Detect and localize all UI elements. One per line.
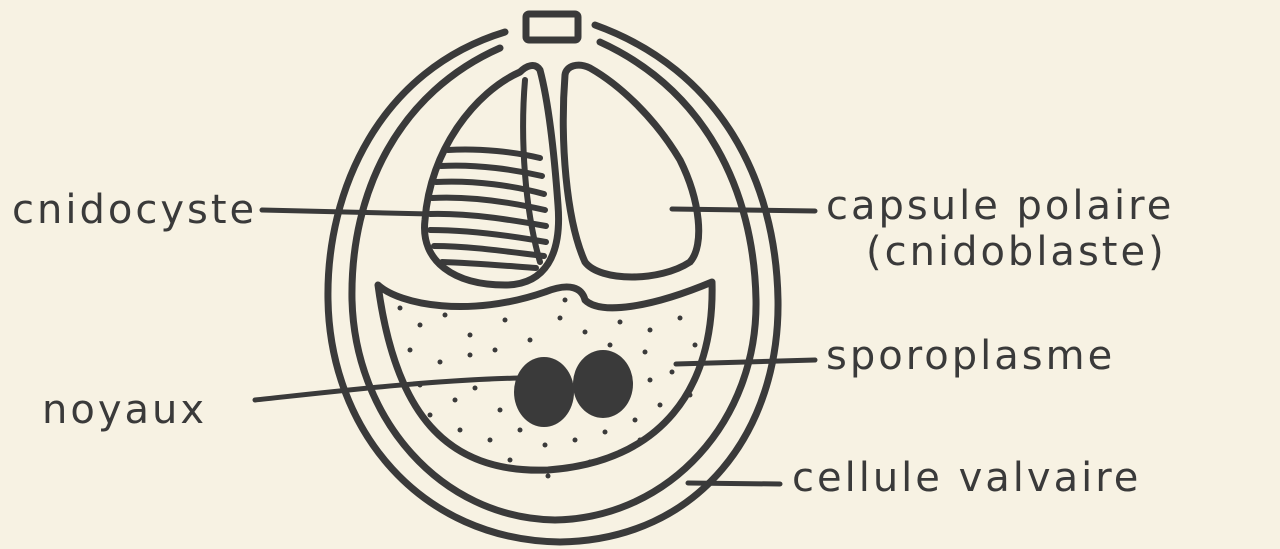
- leader-cnidocyste: [262, 210, 430, 214]
- leader-noyaux: [255, 378, 520, 400]
- label-cellule-valvaire: cellule valvaire: [792, 458, 1141, 498]
- label-noyaux: noyaux: [42, 390, 207, 430]
- label-sporoplasme: sporoplasme: [826, 336, 1115, 376]
- nucleus-left: [514, 357, 574, 427]
- suture-plug: [526, 14, 578, 40]
- leader-capsule-polaire: [672, 209, 815, 211]
- label-capsule-polaire: capsule polaire: [826, 186, 1174, 226]
- nucleus-right: [573, 350, 633, 418]
- label-cnidoblaste: (cnidoblaste): [866, 232, 1167, 272]
- leader-cellule-valvaire: [688, 483, 780, 484]
- leader-sporoplasme: [676, 360, 815, 364]
- nuclei: [514, 350, 633, 427]
- label-cnidocyste: cnidocyste: [12, 190, 257, 230]
- spore-inner-wall: [352, 42, 756, 520]
- cnidocyst-striations: [430, 149, 546, 268]
